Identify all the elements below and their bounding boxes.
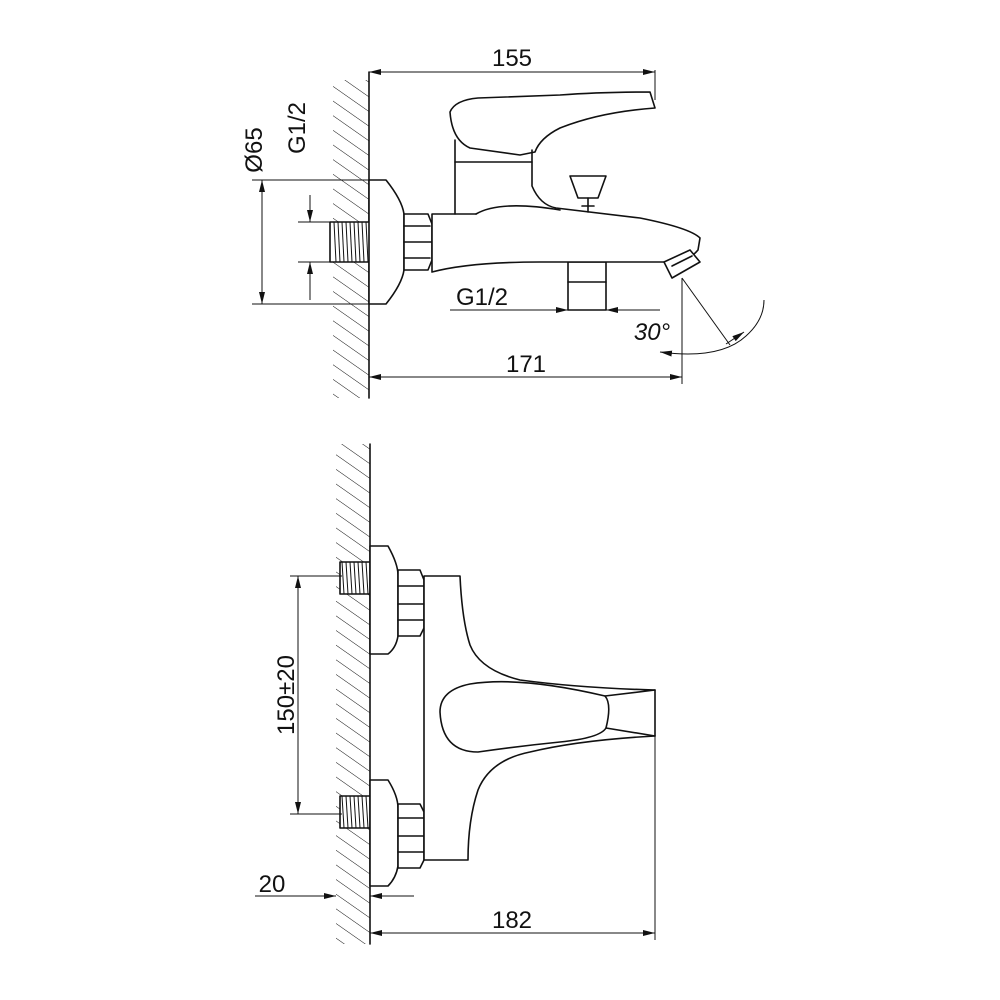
side-view: 155 Ø65 G1/2 G1/2 30° 171 [241,45,765,399]
thread-line [353,795,357,829]
thread-line [353,221,357,263]
escutcheon-upper [369,545,399,655]
thread-line [357,221,361,263]
thread-line [365,561,369,595]
thread-line [349,561,353,595]
thread-line [361,221,365,263]
thread-line [365,795,369,829]
thread-line [357,795,361,829]
thread-line [357,561,361,595]
thread-line [333,221,337,263]
thread-line [365,221,369,263]
inlet-thread-top [329,221,373,263]
mixer-body-top [431,161,701,273]
thread-line [349,221,353,263]
dim-spout-angle: 30° [634,319,671,346]
diverter-stem [567,261,607,311]
thread-line [337,221,341,263]
dim-top-width: 155 [492,45,532,72]
thread-line [361,561,365,595]
thread-line [341,561,345,595]
thread-line [349,795,353,829]
thread-line [345,795,349,829]
thread-line [341,221,345,263]
escutcheon-lower [369,779,399,887]
dim-inlet-spacing: 150±20 [273,655,300,735]
front-view: 150±20 20 182 [255,443,656,945]
escutcheon-top [368,179,405,305]
diverter-knob [569,175,607,213]
thread-line [345,561,349,595]
dim-wall-offset: 20 [259,871,286,898]
lever-handle-top [449,91,656,156]
thread-line [345,221,349,263]
dim-bottom-width: 182 [492,907,532,934]
thread-line [353,561,357,595]
dim-wall-diameter: Ø65 [241,127,268,172]
dim-outlet-thread: G1/2 [456,284,508,311]
thread-line [361,795,365,829]
hex-nut-upper [397,569,425,637]
thread-line [341,795,345,829]
dim-wall-thread: G1/2 [284,102,311,154]
wall-hatch-bottom [336,444,370,944]
dim-spout-reach: 171 [506,351,546,378]
